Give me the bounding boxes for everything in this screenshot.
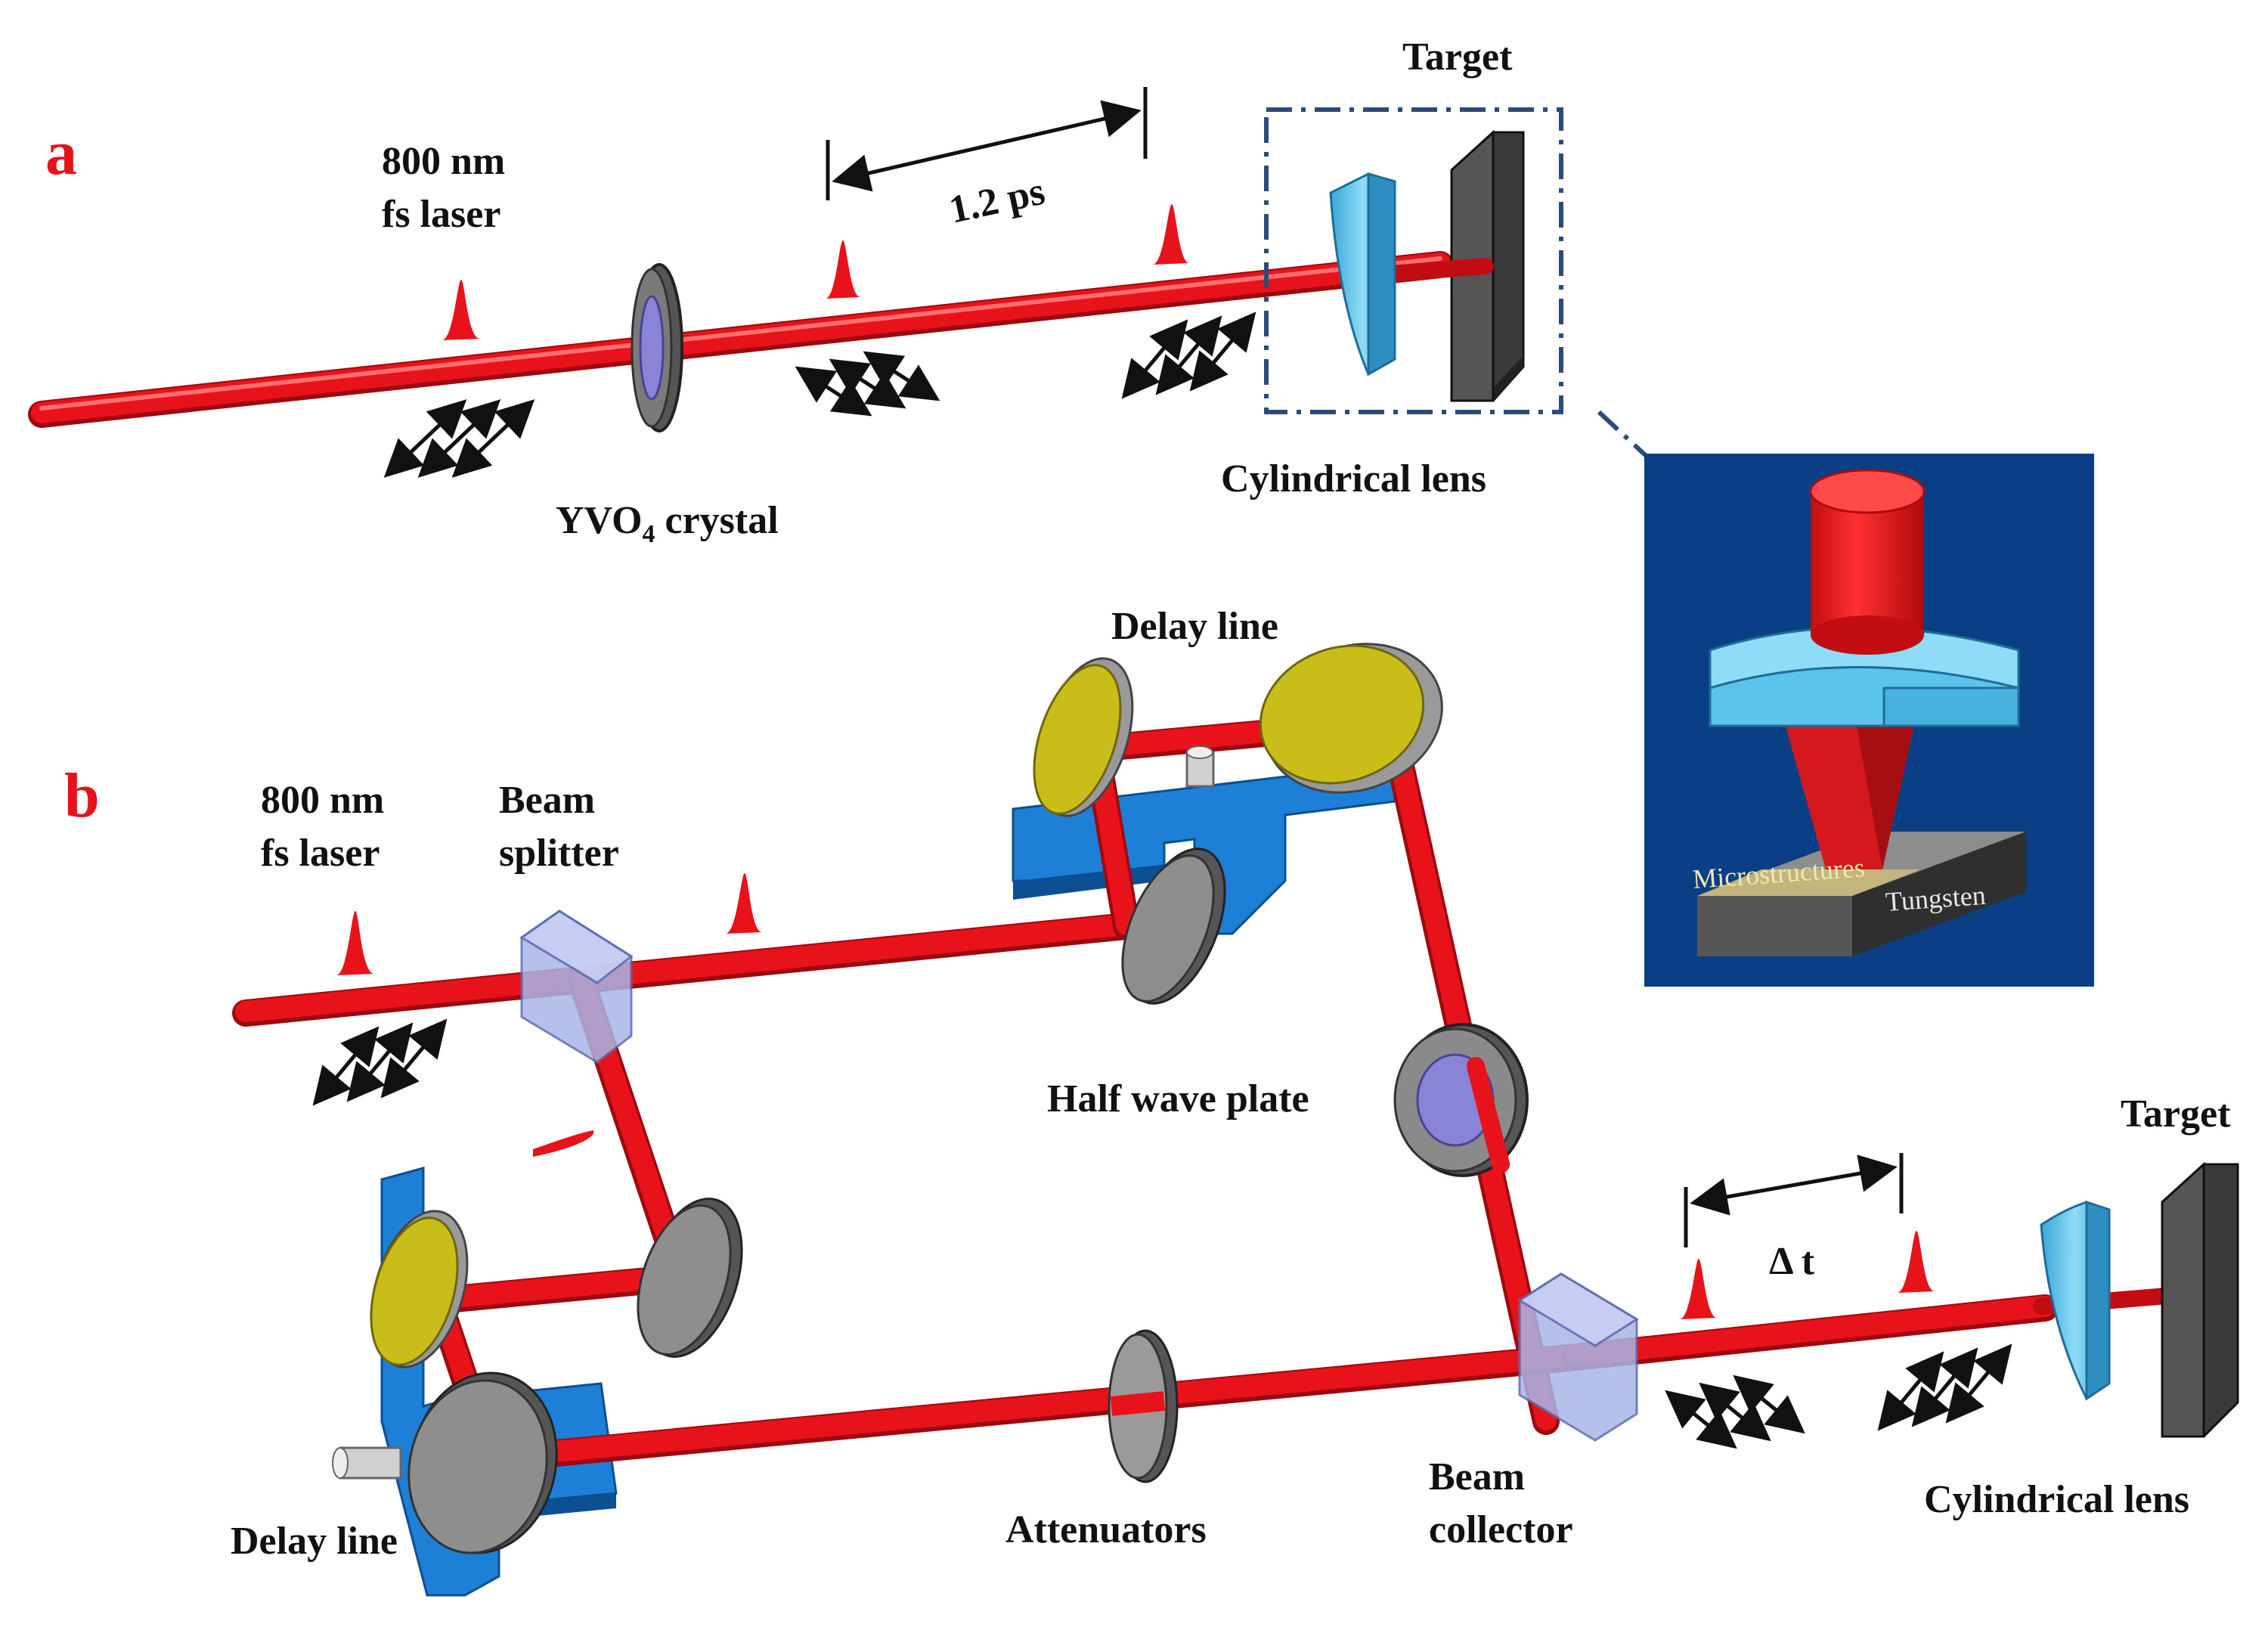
laser-label-a-1: 800 nm <box>382 140 505 183</box>
laser-label-b-2: fs laser <box>261 832 380 875</box>
collector-label-1: Beam <box>1429 1455 1525 1498</box>
polarization-arrows-a3 <box>1121 311 1256 399</box>
polarization-arrows-b1 <box>312 1018 448 1106</box>
panel-b: b <box>64 605 2239 1597</box>
beam-b-input <box>232 913 1140 1027</box>
half-wave-plate <box>1393 1023 1529 1177</box>
polarization-arrows-b3 <box>1877 1343 2012 1431</box>
laser-label-b-1: 800 nm <box>261 779 384 822</box>
pulse-b-2 <box>726 873 762 934</box>
lens-label-a: Cylindrical lens <box>1221 457 1486 500</box>
collector-label-2: collector <box>1429 1508 1573 1551</box>
attenuator <box>1108 1329 1179 1483</box>
cylindrical-lens-a <box>1329 172 1396 377</box>
splitter-label-1: Beam <box>499 779 595 822</box>
target-b <box>2161 1161 2239 1438</box>
polarization-arrows-a1 <box>383 399 535 478</box>
delay-label-a: 1.2 ps <box>946 170 1049 232</box>
input-beam-cylinder <box>1809 469 1926 655</box>
half-wave-plate-label: Half wave plate <box>1047 1077 1309 1120</box>
polarization-arrows-a2 <box>795 351 940 417</box>
pulse-a-1 <box>442 280 480 340</box>
zoom-box <box>1264 107 1563 414</box>
lens-label-b: Cylindrical lens <box>1924 1478 2189 1521</box>
target-label-a: Target <box>1402 36 1513 79</box>
beam-collector <box>1517 1272 1639 1442</box>
panel-b-tag: b <box>64 761 100 831</box>
mirror-top-right <box>1259 643 1443 794</box>
mirror-bottom-grey <box>407 1371 558 1554</box>
delay-bracket-a <box>826 87 1148 200</box>
mirror-grey-top <box>1121 848 1226 1005</box>
cylindrical-lens-b <box>2040 1200 2111 1401</box>
pulse-b-5 <box>1898 1231 1935 1293</box>
focused-beam-cone <box>1773 680 1924 869</box>
delay-knob-bottom <box>332 1446 402 1480</box>
beam-a <box>28 251 1454 428</box>
delay-line-top-label: Delay line <box>1111 605 1278 648</box>
beam-splitter <box>519 910 634 1064</box>
zoom-connector <box>1597 410 1654 463</box>
target-label-b: Target <box>2121 1092 2231 1136</box>
panel-a-tag: a <box>45 118 77 188</box>
delay-bracket-b <box>1684 1153 1904 1247</box>
pulse-b-4 <box>1680 1259 1717 1319</box>
attenuators-label: Attenuators <box>1005 1508 1207 1551</box>
small-beam-a <box>1383 258 1494 282</box>
polarization-arrows-b2 <box>1665 1374 1805 1449</box>
delay-line-bottom-label: Delay line <box>231 1520 398 1563</box>
mirror-grey-mid <box>637 1198 743 1358</box>
tungsten-label: Tungsten <box>1885 880 1987 917</box>
splitter-label-2: splitter <box>499 832 619 875</box>
crystal-label: YVO4 crystal <box>556 499 779 548</box>
panel-a: a <box>28 36 1654 548</box>
zoom-inset: Microstructures Tungsten <box>1644 454 2094 987</box>
yvo4-crystal <box>631 263 683 432</box>
laser-label-a-2: fs laser <box>382 193 500 236</box>
pulse-a-3 <box>1153 204 1189 265</box>
inset-lens <box>1709 626 2020 727</box>
delta-t-label: Δ t <box>1769 1240 1815 1283</box>
pulse-b-1 <box>336 911 374 975</box>
delay-knob-top <box>1185 745 1215 788</box>
beam-b-to-collector <box>478 1343 1590 1473</box>
pulse-a-2 <box>826 240 860 299</box>
mirror-bottom-yellow <box>370 1210 469 1368</box>
mirror-top-left <box>1033 657 1134 817</box>
pulse-b-3 <box>533 1130 594 1157</box>
